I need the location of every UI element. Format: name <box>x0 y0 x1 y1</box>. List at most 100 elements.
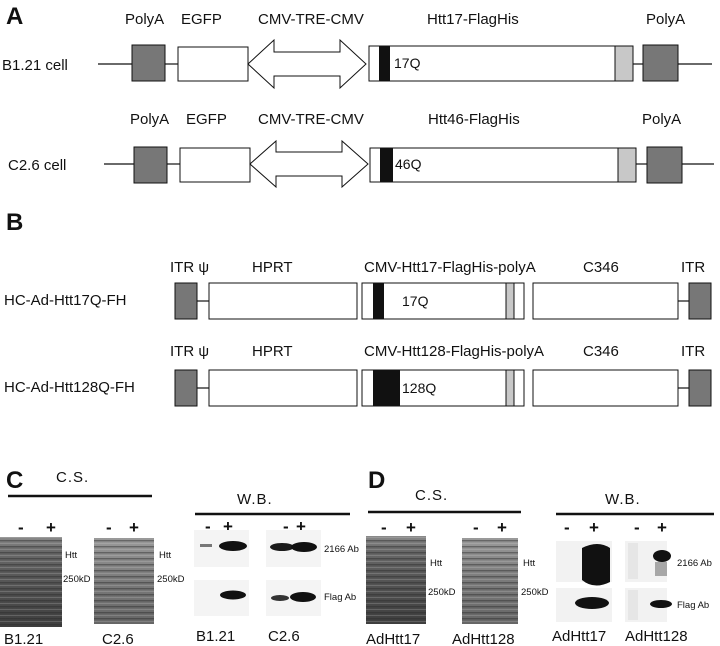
polya-box <box>131 44 166 82</box>
egfp-box <box>177 46 249 82</box>
polyq-repeat-block <box>373 370 400 406</box>
panel-b-row-1: ITR ψ HPRT CMV-Htt17-FlagHis-polyA C346 … <box>4 259 712 320</box>
itr-box <box>688 369 712 407</box>
panel-c-western: W.B. - + - + 2166 Ab Flag Ab B1.21 C2.6 <box>194 491 359 645</box>
mw-marker-label: 250kD <box>428 587 456 598</box>
blot-band <box>270 543 294 551</box>
blot-band <box>582 544 610 586</box>
c346-box <box>532 369 679 407</box>
polya-box <box>646 146 683 184</box>
hprt-box <box>208 369 358 407</box>
itr-box <box>688 282 712 320</box>
polya-right-label: PolyA <box>642 111 681 128</box>
caption-label: C2.6 <box>102 631 134 646</box>
blot-band <box>290 592 316 602</box>
blot-band <box>653 550 671 562</box>
polyq-repeat-block <box>379 46 390 81</box>
mw-marker-label: 250kD <box>521 587 549 598</box>
plus-label: + <box>296 517 306 536</box>
panel-c-coomassie: C.S. - + - + Htt 250kD Htt 250kD B1.21 C… <box>0 469 185 646</box>
repeat-label: 17Q <box>402 293 429 309</box>
panel-b-row-2: ITR ψ HPRT CMV-Htt128-FlagHis-polyA C346… <box>4 343 712 407</box>
itr-right-label: ITR <box>681 259 705 276</box>
itr-box <box>174 369 198 407</box>
polya-box <box>133 146 168 184</box>
panel-d-western: W.B. - + - + 2166 Ab Flag Ab AdHtt17 AdH… <box>552 491 714 645</box>
repeat-label: 128Q <box>402 380 436 396</box>
repeat-label: 46Q <box>395 156 422 172</box>
bidirectional-promoter-arrow <box>249 139 369 189</box>
cell-line-label: B1.21 cell <box>2 57 68 74</box>
minus-label: - <box>283 517 289 536</box>
vector-label: HC-Ad-Htt17Q-FH <box>4 292 127 309</box>
htt-marker-label: Htt <box>159 550 172 561</box>
gel-bands <box>94 538 154 624</box>
panel-d-label: D <box>368 467 385 494</box>
panel-a-row-1: PolyA EGFP CMV-TRE-CMV Htt17-FlagHis Pol… <box>2 11 712 90</box>
caption-label: C2.6 <box>268 628 300 645</box>
panel-d-coomassie: C.S. - + - + Htt 250kD Htt 250kD AdHtt17… <box>366 487 549 646</box>
hprt-label: HPRT <box>252 343 293 360</box>
htt-coding-box <box>368 45 634 82</box>
gel-bands <box>0 537 62 627</box>
caption-label: AdHtt17 <box>366 631 420 646</box>
c346-box <box>532 282 679 320</box>
polyq-repeat-block <box>373 283 384 319</box>
blot-lane <box>628 590 638 620</box>
blot-band <box>219 541 247 551</box>
bidirectional-promoter-arrow <box>247 38 367 90</box>
panel-a-row-2: PolyA EGFP CMV-TRE-CMV Htt46-FlagHis Pol… <box>8 111 714 189</box>
polya-left-label: PolyA <box>125 11 164 28</box>
minus-label: - <box>106 518 112 537</box>
blot-lane <box>628 543 638 579</box>
plus-label: + <box>223 517 233 536</box>
htt-marker-label: Htt <box>523 558 536 569</box>
blot-band <box>220 590 246 600</box>
htt-marker-label: Htt <box>65 550 78 561</box>
plus-label: + <box>406 518 416 537</box>
antibody-label: 2166 Ab <box>324 544 359 555</box>
blot-band <box>200 544 212 547</box>
itr-psi-label: ITR ψ <box>170 343 209 360</box>
panel-a-label: A <box>6 3 23 30</box>
cell-line-label: C2.6 cell <box>8 157 66 174</box>
plus-label: + <box>657 518 667 537</box>
mw-marker-label: 250kD <box>63 574 91 585</box>
blot-band <box>271 595 289 601</box>
hprt-label: HPRT <box>252 259 293 276</box>
construct-label: Htt17-FlagHis <box>427 11 519 28</box>
minus-label: - <box>564 518 570 537</box>
construct-label: Htt46-FlagHis <box>428 111 520 128</box>
plus-label: + <box>129 518 139 537</box>
hprt-box <box>208 282 358 320</box>
blot-band <box>575 597 609 609</box>
itr-box <box>174 282 198 320</box>
egfp-box <box>179 147 251 183</box>
caption-label: AdHtt128 <box>452 631 515 646</box>
wb-header: W.B. <box>237 491 273 508</box>
plus-label: + <box>46 518 56 537</box>
caption-label: B1.21 <box>4 631 43 646</box>
mw-marker-label: 250kD <box>157 574 185 585</box>
htt-marker-label: Htt <box>430 558 443 569</box>
vector-label: HC-Ad-Htt128Q-FH <box>4 379 135 396</box>
blot-band <box>650 600 672 608</box>
caption-label: B1.21 <box>196 628 235 645</box>
antibody-label: Flag Ab <box>324 592 356 603</box>
minus-label: - <box>18 518 24 537</box>
promoter-label: CMV-TRE-CMV <box>258 111 364 128</box>
flaghis-tag-box <box>505 282 515 320</box>
flaghis-tag-box <box>614 45 634 82</box>
polya-right-label: PolyA <box>646 11 685 28</box>
egfp-label: EGFP <box>181 11 222 28</box>
plus-label: + <box>497 518 507 537</box>
egfp-label: EGFP <box>186 111 227 128</box>
itr-right-label: ITR <box>681 343 705 360</box>
flaghis-tag-box <box>617 147 637 183</box>
caption-label: AdHtt128 <box>625 628 688 645</box>
panel-c-label: C <box>6 467 23 494</box>
gel-bands <box>462 538 518 624</box>
cassette-label: CMV-Htt128-FlagHis-polyA <box>364 343 544 360</box>
blot-smear <box>655 562 667 576</box>
